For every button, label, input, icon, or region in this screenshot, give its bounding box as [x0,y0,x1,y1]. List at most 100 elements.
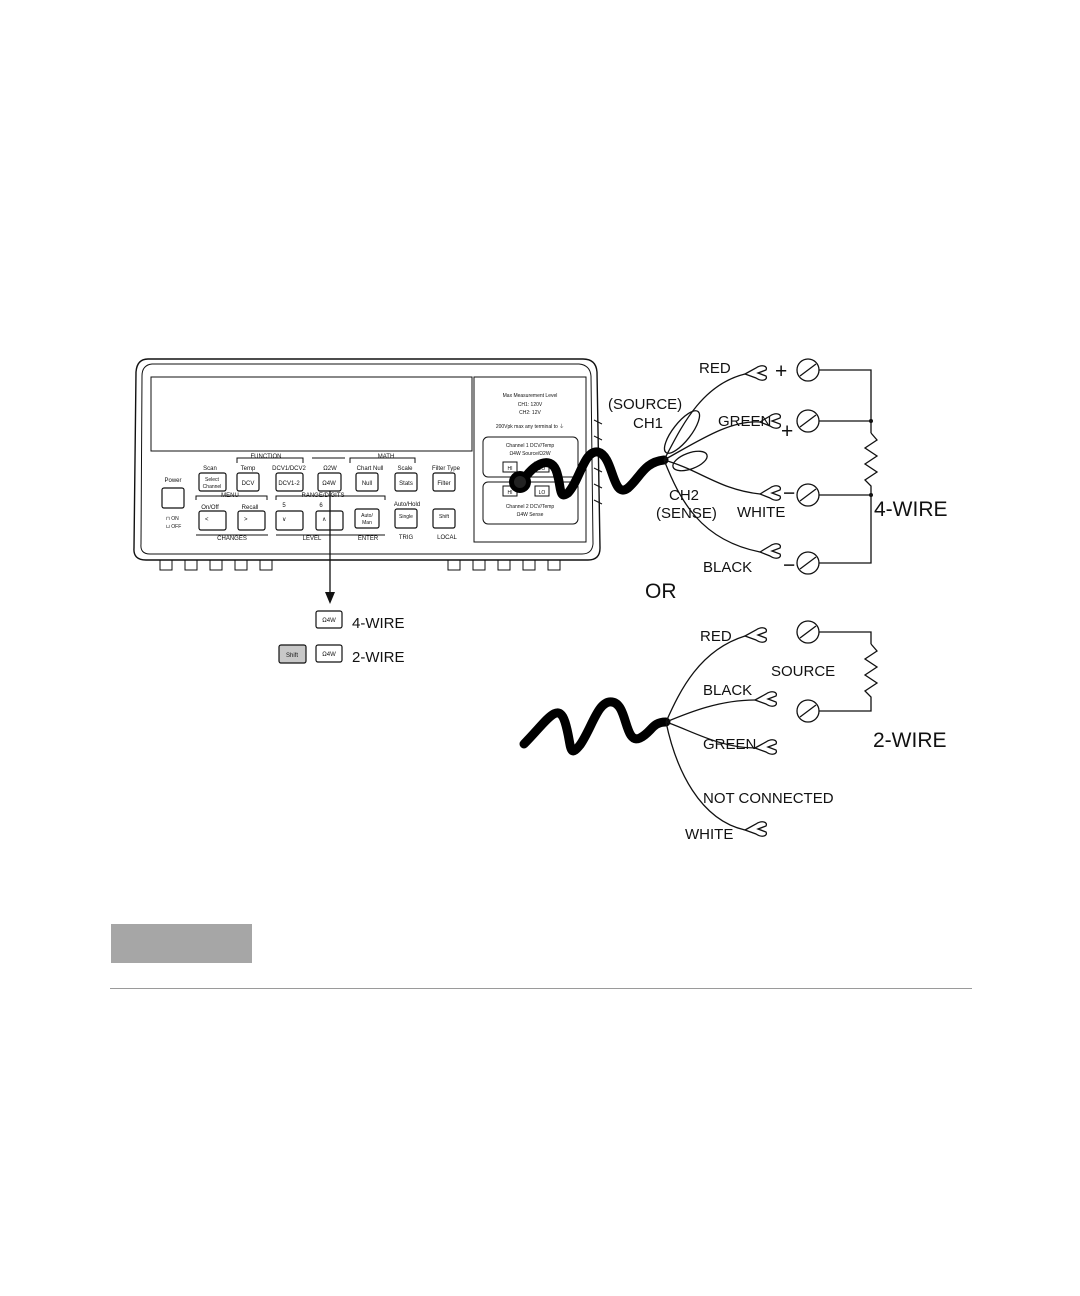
ohm4w-key[interactable]: Ω4W [317,472,342,492]
ohm4w-keycap [315,610,343,629]
legend-two-wire-text: 2-WIRE [352,649,405,666]
ohm2w-key-label: Ω2W [323,466,337,472]
channel2-lo: LO [539,490,546,496]
sense-minus-sign: − [783,482,795,505]
range-down-key[interactable]: ∨ [275,510,304,531]
four-wire-cable [517,447,669,500]
four-wire-red-label: RED [699,360,731,377]
svg-text:Shift: Shift [286,653,298,659]
terminal-sense-minus [796,483,820,507]
dcv1-2-key[interactable]: DCV1-2 [275,472,304,492]
trig-label: TRIG [399,535,414,541]
range-5-label: 5 [282,503,286,509]
single-key[interactable]: Single [394,508,418,529]
changes-label: CHANGES [217,536,247,542]
ch1-label: CH1 [633,415,663,432]
section-tab [111,924,252,963]
power-label: Power [164,478,181,484]
sense-label: (SENSE) [656,505,717,522]
four-wire-connection: RED + GREEN + WHITE − BLACK − (SOURCE) C… [509,358,948,577]
svg-text:∨: ∨ [282,517,286,523]
channel2-title: Channel 2 DCV/Temp [506,504,555,510]
two-wire-source-label: SOURCE [771,663,835,680]
svg-text:Select: Select [205,477,220,483]
ch2-label: CH2 [669,487,699,504]
terminal-2w-top [796,620,820,644]
legend-four-wire-text: 4-WIRE [352,615,405,632]
four-wire-green-label: GREEN [718,413,771,430]
terminal-sense-plus [796,409,820,433]
range-6-label: 6 [319,503,323,509]
svg-text:Shift: Shift [439,514,450,520]
recall-key-label: Recall [242,505,259,511]
scan-key-label: Scan [203,466,217,472]
sense-plus-sign: + [781,420,793,443]
svg-text:Null: Null [362,481,372,487]
source-label: (SOURCE) [608,396,682,413]
source-plus-sign: + [775,360,787,383]
key-legend: Ω4W 4-WIRE Shift Ω4W 2-WIRE [278,610,405,666]
svg-text:∧: ∧ [322,517,326,523]
auto-hold-key-label: Auto/Hold [394,502,420,508]
filter-type-key-label: Filter Type [432,466,461,472]
dcv1-dcv2-key-label: DCV1/DCV2 [272,466,306,472]
on-off-marks: ⊓ ON [166,516,179,522]
channel1-subtitle: Ω4W Source/Ω2W [509,451,550,457]
menu-left-key[interactable]: < [198,510,227,531]
two-wire-green-label: GREEN [703,736,756,753]
ohm4w-keycap-2 [315,644,343,663]
or-label: OR [645,580,677,603]
temp-key-label: Temp [241,466,256,472]
channel2-hi: HI [508,490,513,496]
menu-right-key[interactable]: > [237,510,266,531]
power-button[interactable] [161,487,185,509]
menu-section-label: MENU [221,493,239,499]
auto-man-key[interactable]: Auto/Man [354,508,380,529]
svg-text:Ω4W: Ω4W [322,618,336,624]
filter-key[interactable]: Filter [432,472,456,492]
svg-text:⊔ OFF: ⊔ OFF [166,524,181,530]
display-window [150,376,473,452]
svg-text:DCV1-2: DCV1-2 [278,481,300,487]
svg-text:Channel: Channel [203,484,222,490]
svg-text:>: > [244,517,248,523]
shift-keycap [278,644,307,664]
max-level-title: Max Measurement Level [503,393,558,399]
scale-key-label: Scale [397,466,413,472]
not-connected-label: NOT CONNECTED [703,790,834,807]
four-wire-mode-label: 4-WIRE [874,498,948,521]
ch2-max-level: CH2: 12V [519,410,541,416]
two-wire-cable [519,697,671,756]
terminal-source-minus [796,551,820,575]
two-wire-mode-label: 2-WIRE [873,729,947,752]
channel2-subtitle: Ω4W Sense [517,512,544,518]
enter-label: ENTER [358,536,379,542]
math-section-label: MATH [378,454,395,460]
channel1-hi: HI [508,466,513,472]
function-section-label: FUNCTION [251,454,282,460]
two-wire-black-label: BLACK [703,682,752,699]
four-wire-black-label: BLACK [703,559,752,576]
terminal-2w-bottom [796,699,820,723]
two-wire-resistor [819,643,879,712]
dcv-key[interactable]: DCV [236,472,260,492]
shift-key[interactable]: Shift [432,508,456,529]
null-key[interactable]: Null [355,472,379,492]
svg-text:Ω4W: Ω4W [322,481,336,487]
level-label: LEVEL [303,536,322,542]
svg-text:Stats: Stats [399,481,413,487]
stats-key[interactable]: Stats [394,472,418,492]
terminal-source-plus [796,358,820,382]
two-wire-connection: RED BLACK GREEN NOT CONNECTED WHITE SOUR… [519,620,947,843]
svg-text:Ω4W: Ω4W [322,652,336,658]
max-terminal-voltage: 200Vpk max any terminal to ⏚ [496,423,564,430]
source-minus-sign: − [783,554,795,577]
two-wire-red-label: RED [700,628,732,645]
range-digits-section-label: RANGE/DIGITS [301,493,344,499]
key-callout-arrow [325,491,335,604]
horizontal-rule [110,988,972,989]
ch1-max-level: CH1: 120V [518,402,543,408]
channel1-title: Channel 1 DCV/Temp [506,443,555,449]
svg-text:DCV: DCV [242,481,255,487]
